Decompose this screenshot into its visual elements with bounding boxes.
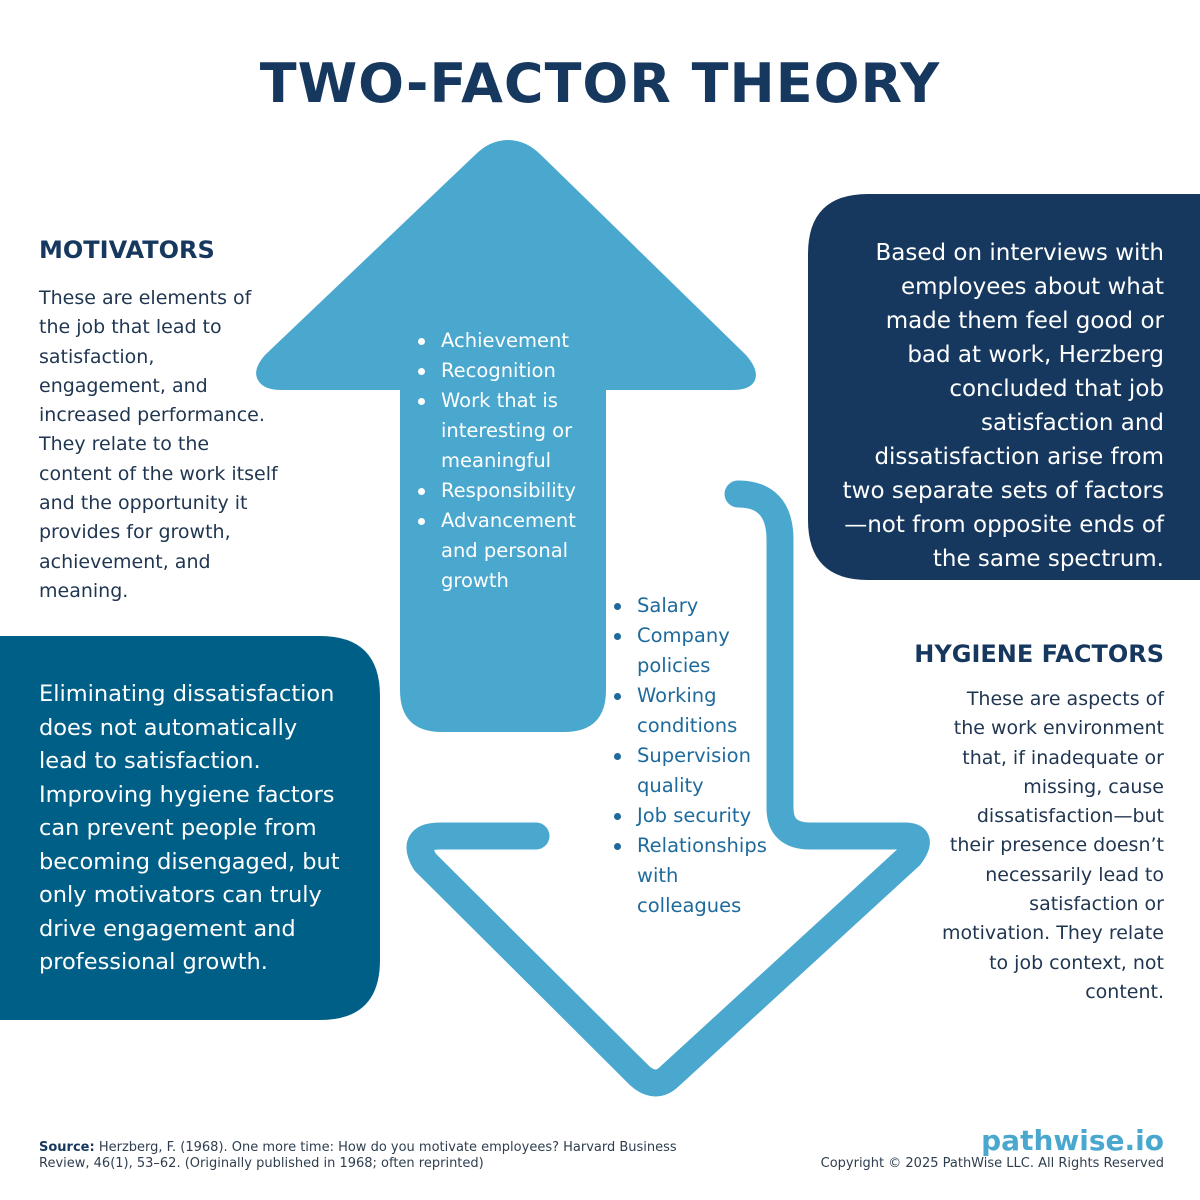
motivator-factor-list: Achievement Recognition Work that is int… xyxy=(416,326,606,596)
hygiene-item: Company policies xyxy=(612,621,782,681)
up-arrow-shape xyxy=(256,140,756,732)
hygiene-description: These are aspects of the work environmen… xyxy=(942,688,1164,1003)
source-label: Source: xyxy=(39,1140,95,1155)
page-title: TWO-FACTOR THEORY xyxy=(259,52,941,115)
hygiene-item: Working conditions xyxy=(612,681,782,741)
motivator-item: Achievement xyxy=(416,326,606,356)
hygiene-heading: HYGIENE FACTORS xyxy=(914,640,1164,668)
hygiene-item: Salary xyxy=(612,591,782,621)
motivator-item: Responsibility xyxy=(416,476,606,506)
down-arrow-shape xyxy=(406,480,930,1097)
copyright-text: Copyright © 2025 PathWise LLC. All Right… xyxy=(820,1156,1164,1171)
hygiene-item: Job security xyxy=(612,801,782,831)
motivator-item: Advancement and personal growth xyxy=(416,506,606,596)
herzberg-box-shape xyxy=(808,194,1200,580)
motivators-heading: MOTIVATORS xyxy=(39,236,215,264)
dissatisfaction-box-shape xyxy=(0,636,380,1020)
motivators-description: These are elements of the job that lead … xyxy=(39,287,278,602)
brand-logo: pathwise.io xyxy=(981,1124,1164,1157)
source-citation: Source: Herzberg, F. (1968). One more ti… xyxy=(39,1140,679,1172)
hygiene-item: Relationships with colleagues xyxy=(612,831,782,921)
motivator-item: Recognition xyxy=(416,356,606,386)
hygiene-item: Supervision quality xyxy=(612,741,782,801)
dissatisfaction-box-text: Eliminating dissatisfaction does not aut… xyxy=(39,681,340,975)
herzberg-box-text: Based on interviews with employees about… xyxy=(842,240,1164,572)
source-text: Herzberg, F. (1968). One more time: How … xyxy=(39,1140,677,1171)
hygiene-factor-list: Salary Company policies Working conditio… xyxy=(612,591,782,921)
motivator-item: Work that is interesting or meaningful xyxy=(416,386,606,476)
